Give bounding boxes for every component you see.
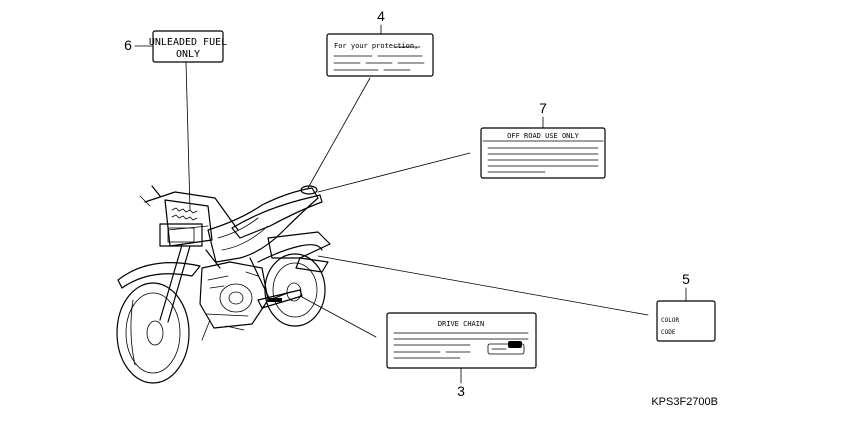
label-drive-chain: DRIVE CHAIN	[386, 312, 537, 369]
label-drive-chain-text: DRIVE CHAIN	[438, 320, 484, 328]
diagram-reference-code: KPS3F2700B	[651, 396, 718, 408]
leader-line-5	[317, 255, 649, 316]
callout-number-5: 5	[682, 271, 690, 287]
label-color-code-line2: CODE	[661, 329, 676, 336]
label-unleaded-fuel: UNLEADED FUEL ONLY	[149, 30, 227, 63]
rear-wheel	[264, 253, 326, 327]
engine	[199, 261, 269, 329]
leader-line-6	[185, 61, 191, 211]
callout-number-7: 7	[539, 100, 547, 116]
label-safety-protection-text: For your protection,	[334, 42, 418, 50]
front-wheel	[116, 282, 190, 384]
leader-line-4	[307, 77, 371, 189]
label-color-code-line1: COLOR	[661, 317, 679, 324]
fuel-tank	[207, 187, 319, 263]
callout-number-4: 4	[377, 8, 385, 24]
number-plate	[159, 199, 213, 247]
label-safety-protection: For your protection,	[326, 33, 434, 77]
leader-line-7	[317, 152, 471, 193]
leader-line-3	[299, 295, 377, 338]
callout-number-6: 6	[124, 37, 132, 53]
chain-gauge-icon	[487, 341, 525, 355]
label-unleaded-fuel-line2: ONLY	[176, 49, 200, 60]
label-off-road-text: OFF ROAD USE ONLY	[507, 132, 579, 140]
callout-number-3: 3	[457, 383, 465, 399]
label-unleaded-fuel-line1: UNLEADED FUEL	[149, 37, 227, 48]
motorcycle-illustration	[116, 185, 331, 384]
label-color-code: COLOR CODE	[656, 300, 716, 342]
label-off-road: OFF ROAD USE ONLY	[480, 127, 606, 179]
